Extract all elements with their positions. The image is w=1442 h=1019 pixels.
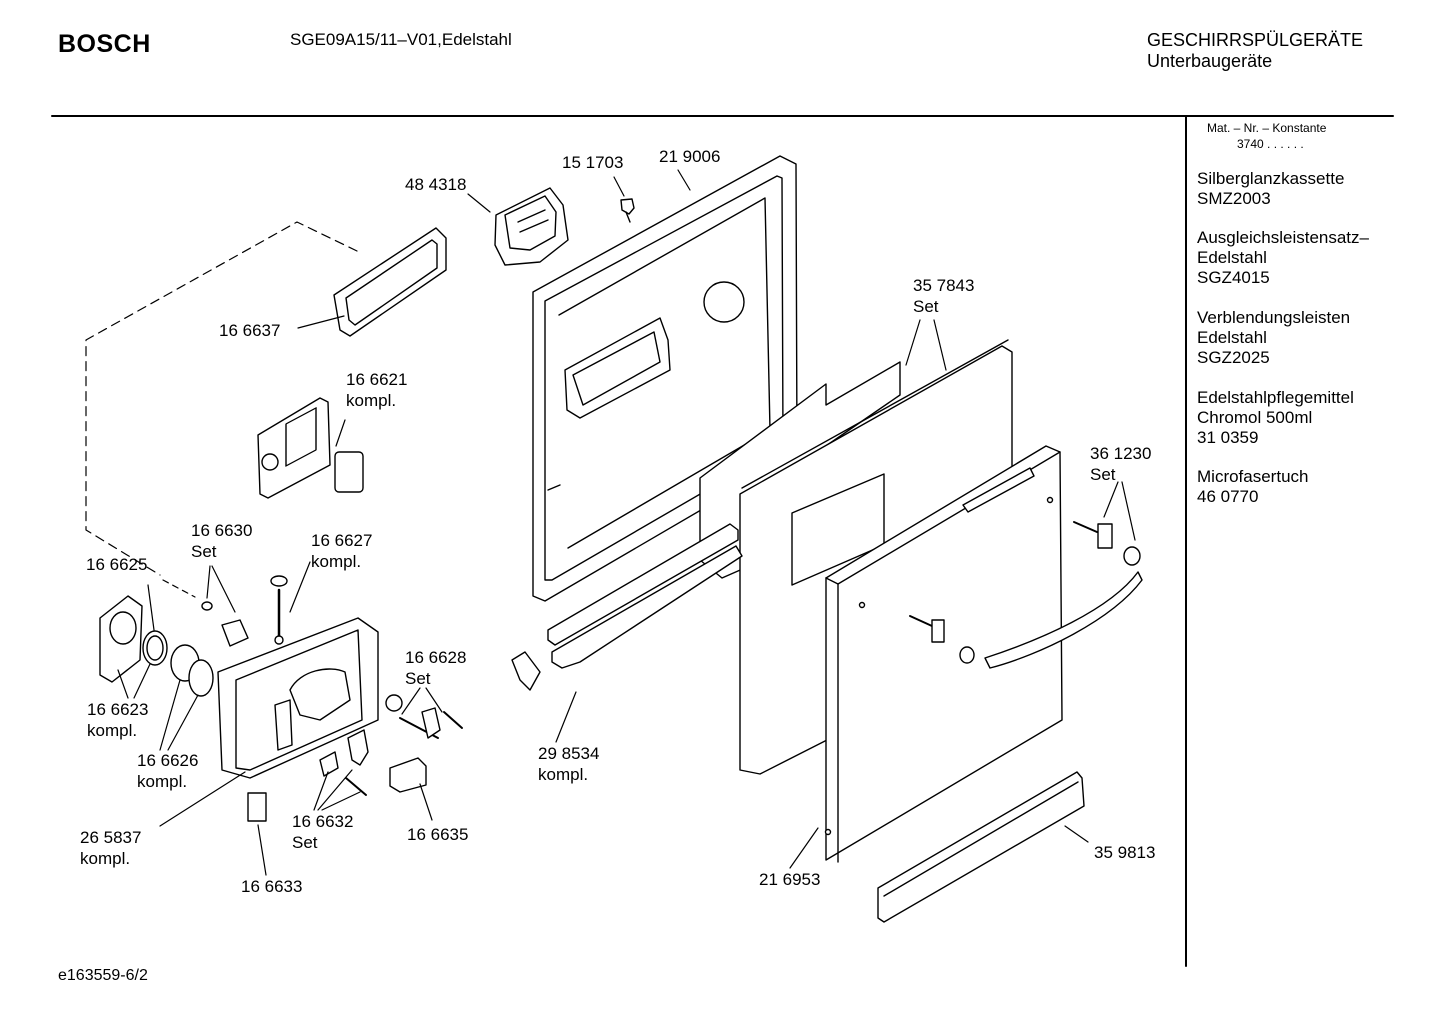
- part-note: Set: [913, 297, 939, 316]
- part-label-166627: 16 6627 kompl.: [311, 530, 372, 572]
- spring-set: [319, 729, 369, 796]
- part-note: kompl.: [311, 552, 362, 571]
- model-number: SGE09A15/11–V01,Edelstahl: [290, 30, 512, 49]
- accessory-line: Microfasertuch: [1197, 467, 1309, 486]
- part-label-359813: 35 9813: [1094, 843, 1156, 862]
- part-label-166621: 16 6621 kompl.: [346, 369, 407, 411]
- part-note: kompl.: [346, 391, 397, 410]
- leader-lines: [117, 169, 1136, 876]
- part-number: 29 8534: [538, 744, 600, 763]
- part-note: Set: [405, 669, 431, 688]
- part-number: 16 6627: [311, 531, 373, 550]
- part-number: 26 5837: [80, 828, 142, 847]
- handle-bracket-set: [909, 521, 1141, 664]
- part-label-166637: 16 6637: [219, 321, 281, 340]
- small-plate-part: [247, 792, 267, 822]
- accessory-line: SGZ2025: [1197, 348, 1270, 367]
- kick-plate-part: [877, 771, 1085, 923]
- accessory-line: Edelstahlpflegemittel: [1197, 388, 1354, 407]
- part-number: 16 6632: [292, 812, 354, 831]
- part-label-361230: 36 1230 Set: [1090, 443, 1151, 485]
- part-label-166628: 16 6628 Set: [405, 647, 466, 689]
- part-label-219006: 21 9006: [659, 147, 721, 166]
- part-number: 16 6621: [346, 370, 408, 389]
- part-label-265837: 26 5837 kompl.: [80, 827, 141, 869]
- part-label-357843: 35 7843 Set: [913, 275, 974, 317]
- part-number: 36 1230: [1090, 444, 1152, 463]
- accessory-item: Ausgleichsleistensatz– Edelstahl SGZ4015: [1197, 228, 1369, 288]
- brand-logo: BOSCH: [58, 30, 151, 58]
- bottom-seal-strip: [511, 523, 743, 691]
- accessory-item: Verblendungsleisten Edelstahl SGZ2025: [1197, 308, 1350, 368]
- constant-value: 3740 . . . . . .: [1237, 137, 1304, 151]
- part-label-166633: 16 6633: [241, 877, 303, 896]
- constant-header: Mat. – Nr. – Konstante: [1207, 121, 1327, 135]
- accessory-line: Edelstahl: [1197, 328, 1267, 347]
- accessory-item: Edelstahlpflegemittel Chromol 500ml 31 0…: [1197, 388, 1354, 448]
- part-number: 16 6630: [191, 521, 253, 540]
- category-title: GESCHIRRSPÜLGERÄTE: [1147, 30, 1364, 50]
- bushing-part: [170, 644, 214, 697]
- accessory-line: Chromol 500ml: [1197, 408, 1313, 427]
- drawing-id: e163559-6/2: [58, 967, 148, 984]
- door-handle-part: [984, 571, 1143, 669]
- part-number: 16 6623: [87, 700, 149, 719]
- accessory-line: Verblendungsleisten: [1197, 308, 1351, 327]
- spring-clip-set: [201, 601, 249, 647]
- valve-housing-part: [217, 617, 379, 779]
- part-number: 16 6626: [137, 751, 199, 770]
- part-label-484318: 48 4318: [405, 175, 467, 194]
- screw-part: [620, 198, 635, 223]
- category-subtitle: Unterbaugeräte: [1147, 51, 1273, 71]
- knob-cap-part: [99, 595, 143, 683]
- accessory-line: Silberglanzkassette: [1197, 169, 1345, 188]
- accessory-line: Edelstahl: [1197, 248, 1267, 267]
- front-door-panel: [824, 445, 1063, 863]
- accessory-item: Microfasertuch 46 0770: [1197, 467, 1308, 507]
- part-note: Set: [292, 833, 318, 852]
- part-note: kompl.: [80, 849, 131, 868]
- dashed-assembly-line: [85, 221, 358, 576]
- accessory-line: Ausgleichsleistensatz–: [1197, 228, 1369, 247]
- part-label-166635: 16 6635: [407, 825, 469, 844]
- part-number: 16 6628: [405, 648, 467, 667]
- part-label-166626: 16 6626 kompl.: [137, 750, 198, 792]
- part-number: 35 7843: [913, 276, 975, 295]
- accessory-line: SMZ2003: [1197, 189, 1271, 208]
- accessory-line: SGZ4015: [1197, 268, 1270, 287]
- part-label-166632: 16 6632 Set: [292, 811, 353, 853]
- seal-ring-part: [142, 630, 168, 666]
- part-label-166630: 16 6630 Set: [191, 520, 252, 562]
- part-note: kompl.: [87, 721, 138, 740]
- accessory-line: 46 0770: [1197, 487, 1259, 506]
- part-note: Set: [1090, 465, 1116, 484]
- seal-frame-part: [333, 227, 447, 337]
- accessory-item: Silberglanzkassette SMZ2003: [1197, 169, 1344, 209]
- part-label-166625: 16 6625: [86, 555, 148, 574]
- dosing-unit-part: [494, 187, 569, 266]
- part-note: kompl.: [137, 772, 188, 791]
- bolt-part: [270, 575, 288, 645]
- part-label-151703: 15 1703: [562, 153, 624, 172]
- part-label-216953: 21 6953: [759, 870, 821, 889]
- part-note: kompl.: [538, 765, 589, 784]
- part-note: Set: [191, 542, 217, 561]
- part-label-166623: 16 6623 kompl.: [87, 699, 148, 741]
- accessory-line: 31 0359: [1197, 428, 1259, 447]
- filter-part: [257, 397, 364, 499]
- switch-part: [389, 757, 427, 793]
- lever-set: [385, 694, 463, 739]
- part-label-298534: 29 8534 kompl.: [538, 743, 599, 785]
